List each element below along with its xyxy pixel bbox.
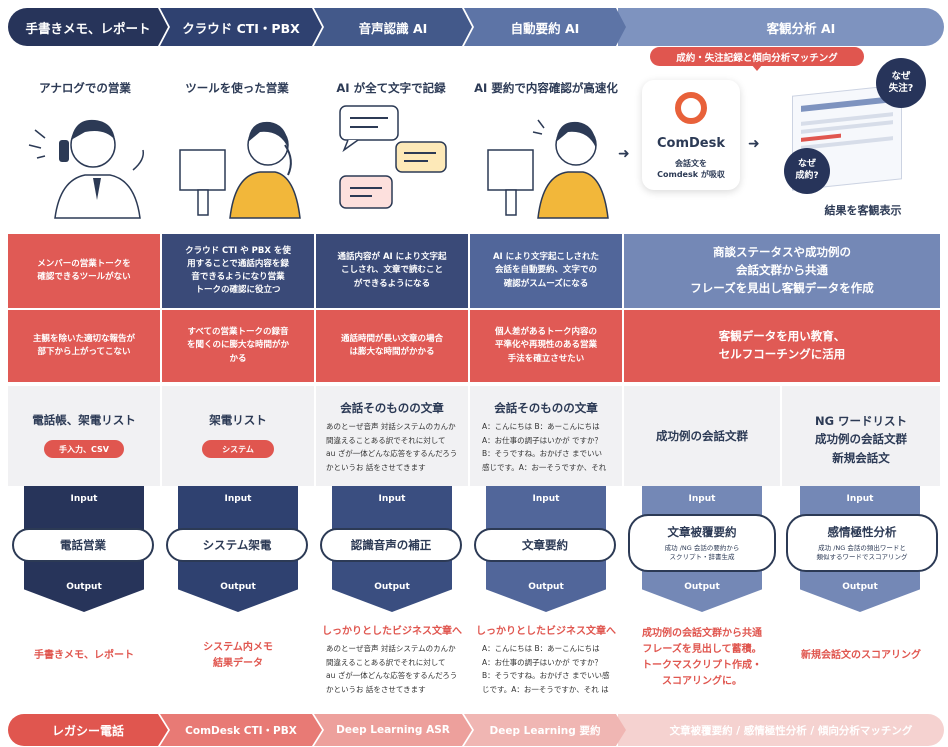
input-label-3: Input <box>378 494 406 504</box>
top-stage-4: 自動要約 AI <box>464 8 626 46</box>
input-3-title: 会話そのものの文章 <box>340 401 444 415</box>
input-panel-1: 電話帳、架電リスト 手入力、CSV <box>8 386 160 486</box>
input-1-tag: 手入力、CSV <box>44 440 124 458</box>
output-4-title: しっかりとしたビジネス文章へ <box>476 626 616 637</box>
comdesk-logo-icon <box>675 92 707 124</box>
output-label-2: Output <box>220 582 256 592</box>
input-label-5: Input <box>688 494 716 504</box>
bottom-stage-2-label: ComDesk CTI・PBX <box>185 724 297 737</box>
input-label-1: Input <box>70 494 98 504</box>
input-label-2: Input <box>224 494 252 504</box>
why-won-bubble: なぜ 成約? <box>784 148 830 194</box>
top-stage-1-label: 手書きメモ、レポート <box>25 20 151 36</box>
row2-c4: 個人差があるトーク内容の 平準化や再現性のある営業 手法を確立させたい <box>470 310 622 382</box>
row1-c4: AI により文字起こしされた 会話を自動要約、文字での 確認がスムーズになる <box>470 234 622 308</box>
row2-c1: 主観を除いた適切な報告が 部下から上がってこない <box>8 310 160 382</box>
process-5: 文章被覆要約 成功 /NG 会話の要約から スクリプト・辞書生成 <box>628 514 776 572</box>
input-panel-6: NG ワードリスト 成功例の会話文群 新規会話文 <box>782 386 940 486</box>
input-5-title: 成功例の会話文群 <box>656 429 748 443</box>
arrow-icon: ➜ <box>748 136 760 152</box>
analysis-pill: 成約・失注記録と傾向分析マッチング <box>650 47 864 66</box>
output-label-1: Output <box>66 582 102 592</box>
output-2: システム内メモ 結果データ <box>203 642 273 669</box>
input-4-body: A：こんにちは B：あーこんにちは A：お仕事の調子はいかが ですか？ B：そう… <box>482 422 607 472</box>
operator-reading-illustration <box>487 119 609 219</box>
input-2-title: 架電リスト <box>209 413 267 427</box>
process-6-sub: 成功 /NG 会話の頻出ワードと 類似するワードでスコアリング <box>816 543 908 561</box>
top-stage-3-label: 音声認識 AI <box>358 20 428 36</box>
output-3-title: しっかりとしたビジネス文章へ <box>322 626 462 637</box>
output-label-3: Output <box>374 582 410 592</box>
output-label-5: Output <box>684 582 720 592</box>
input-panel-2: 架電リスト システム <box>162 386 314 486</box>
process-5-sub: 成功 /NG 会話の要約から スクリプト・辞書生成 <box>664 543 740 561</box>
input-4-title: 会話そのものの文章 <box>494 401 598 415</box>
top-stage-5: 客観分析 AI <box>618 8 944 46</box>
input-panel-3: 会話そのものの文章 あのとーぜ音声 対話システムのカんか 間違えることある訳でそ… <box>316 386 468 486</box>
input-label-4: Input <box>532 494 560 504</box>
process-1: 電話営業 <box>12 528 154 562</box>
output-label-4: Output <box>528 582 564 592</box>
comdesk-caption: 会話文を Comdesk が吸収 <box>657 159 725 180</box>
bottom-stage-5: 文章被覆要約 / 感情極性分析 / 傾向分析マッチング <box>618 714 944 746</box>
output-3-body: あのとーぜ音声 対話システムのカんか 間違えることある訳でそれに対して au ざ… <box>326 644 458 694</box>
top-stage-3: 音声認識 AI <box>314 8 472 46</box>
input-panel-4: 会話そのものの文章 A：こんにちは B：あーこんにちは A：お仕事の調子はいかが… <box>470 386 622 486</box>
row2-c2: すべての営業トークの録音 を聞くのに膨大な時間がか かる <box>162 310 314 382</box>
comdesk-card: ComDesk 会話文を Comdesk が吸収 <box>642 80 740 190</box>
output-5: 成功例の会話文群から共通 フレーズを見出して蓄積。 トークマスクリプト作成・ ス… <box>642 628 762 687</box>
row1-c3: 通話内容が AI により文字起 こしされ、文章で読むこと ができるようになる <box>316 234 468 308</box>
bottom-stage-5-label: 文章被覆要約 / 感情極性分析 / 傾向分析マッチング <box>669 724 913 737</box>
output-label-6: Output <box>842 582 878 592</box>
output-1: 手書きメモ、レポート <box>34 650 134 661</box>
input-2-tag: システム <box>202 440 274 458</box>
bottom-stage-2: ComDesk CTI・PBX <box>160 714 322 746</box>
input-panel-5: 成功例の会話文群 <box>624 386 780 486</box>
col-title-1: アナログでの営業 <box>39 81 131 95</box>
input-1-title: 電話帳、架電リスト <box>32 413 136 427</box>
pill-pointer <box>751 64 763 71</box>
row2-c3: 通話時間が長い文章の場合 は膨大な時間がかかる <box>316 310 468 382</box>
result-caption: 結果を客観表示 <box>824 204 902 217</box>
operator-desk-illustration <box>179 121 301 219</box>
col-title-2: ツールを使った営業 <box>185 81 289 95</box>
top-stage-5-label: 客観分析 AI <box>766 20 836 36</box>
bottom-stage-4: Deep Learning 要約 <box>464 714 626 746</box>
bottom-stage-3-label: Deep Learning ASR <box>336 724 450 736</box>
process-4: 文章要約 <box>474 528 616 562</box>
row1-c5: 商談ステータスや成功例の 会話文群から共通 フレーズを見出し客観データを作成 <box>624 234 940 308</box>
process-3: 認識音声の補正 <box>320 528 462 562</box>
process-5-title: 文章被覆要約 <box>667 524 737 539</box>
top-stage-4-label: 自動要約 AI <box>510 20 580 36</box>
input-3-body: あのとーぜ音声 対話システムのカんか 間違えることある訳でそれに対して au ざ… <box>326 422 458 472</box>
top-stage-2: クラウド CTI・PBX <box>160 8 322 46</box>
bottom-stage-4-label: Deep Learning 要約 <box>489 724 601 737</box>
why-lost-bubble: なぜ 失注? <box>876 58 926 108</box>
bottom-stage-1-label: レガシー電話 <box>51 723 124 738</box>
top-stage-2-label: クラウド CTI・PBX <box>182 20 300 36</box>
bottom-stage-3: Deep Learning ASR <box>314 714 472 746</box>
process-6: 感情極性分析 成功 /NG 会話の頻出ワードと 類似するワードでスコアリング <box>786 514 938 572</box>
salesman-phone-illustration <box>28 119 145 219</box>
bottom-stage-1: レガシー電話 <box>8 714 168 746</box>
arrow-icon: ➜ <box>618 146 630 162</box>
col-title-4: AI 要約で内容確認が高速化 <box>474 81 618 95</box>
output-4-body: A：こんにちは B：あーこんにちは A：お仕事の調子はいかが ですか？ B：そう… <box>482 644 610 694</box>
row1-c2: クラウド CTI や PBX を使 用することで通話内容を録 音できるようになり… <box>162 234 314 308</box>
comdesk-name: ComDesk <box>656 136 725 151</box>
process-6-title: 感情極性分析 <box>827 524 897 539</box>
output-6: 新規会話文のスコアリング <box>801 650 921 661</box>
top-stage-1: 手書きメモ、レポート <box>8 8 168 46</box>
col-title-3: AI が全て文字で記録 <box>336 81 446 95</box>
chat-bubbles-illustration <box>339 105 447 209</box>
row1-c1: メンバーの営業トークを 確認できるツールがない <box>8 234 160 308</box>
input-6-title: NG ワードリスト 成功例の会話文群 新規会話文 <box>814 414 908 465</box>
row2-c5: 客観データを用い教育、 セルフコーチングに活用 <box>624 310 940 382</box>
input-label-6: Input <box>846 494 874 504</box>
process-2: システム架電 <box>166 528 308 562</box>
